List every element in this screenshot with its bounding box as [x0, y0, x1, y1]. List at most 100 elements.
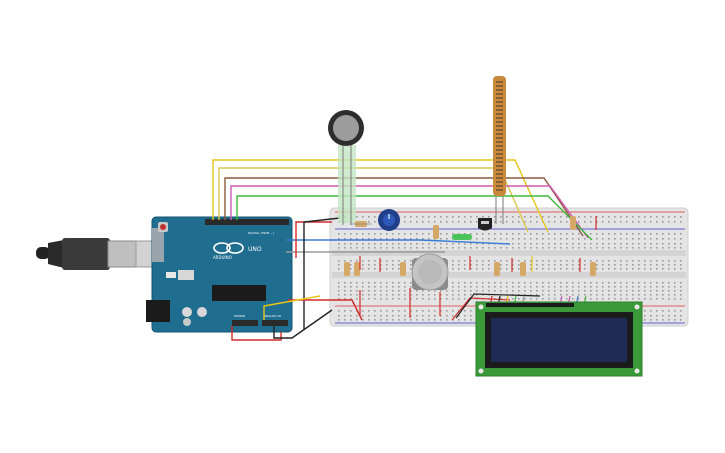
breadboard-hole[interactable]: [416, 233, 418, 235]
breadboard-hole[interactable]: [650, 294, 652, 296]
breadboard-hole[interactable]: [662, 264, 664, 266]
breadboard-hole[interactable]: [554, 260, 556, 262]
breadboard-hole[interactable]: [476, 290, 478, 292]
breadboard-hole[interactable]: [662, 233, 664, 235]
breadboard-hole[interactable]: [614, 264, 616, 266]
breadboard-hole[interactable]: [548, 298, 550, 300]
breadboard-hole[interactable]: [446, 310, 448, 312]
breadboard-hole[interactable]: [566, 268, 568, 270]
breadboard-hole[interactable]: [680, 310, 682, 312]
breadboard-hole[interactable]: [380, 298, 382, 300]
breadboard-hole[interactable]: [620, 243, 622, 245]
force-sensor[interactable]: [328, 110, 364, 225]
breadboard[interactable]: [329, 207, 689, 327]
breadboard-hole[interactable]: [542, 286, 544, 288]
breadboard-hole[interactable]: [536, 268, 538, 270]
breadboard-hole[interactable]: [626, 243, 628, 245]
breadboard-hole[interactable]: [506, 264, 508, 266]
breadboard-hole[interactable]: [416, 238, 418, 240]
breadboard-hole[interactable]: [524, 290, 526, 292]
breadboard-hole[interactable]: [476, 247, 478, 249]
breadboard-hole[interactable]: [536, 247, 538, 249]
breadboard-hole[interactable]: [434, 216, 436, 218]
breadboard-hole[interactable]: [410, 247, 412, 249]
breadboard-hole[interactable]: [404, 310, 406, 312]
breadboard-hole[interactable]: [602, 238, 604, 240]
breadboard-hole[interactable]: [428, 216, 430, 218]
breadboard-hole[interactable]: [494, 260, 496, 262]
breadboard-hole[interactable]: [350, 319, 352, 321]
breadboard-hole[interactable]: [338, 298, 340, 300]
breadboard-hole[interactable]: [404, 260, 406, 262]
breadboard-hole[interactable]: [506, 216, 508, 218]
breadboard-hole[interactable]: [398, 294, 400, 296]
breadboard-hole[interactable]: [488, 282, 490, 284]
breadboard-hole[interactable]: [584, 238, 586, 240]
breadboard-hole[interactable]: [632, 298, 634, 300]
breadboard-hole[interactable]: [650, 221, 652, 223]
breadboard-hole[interactable]: [446, 243, 448, 245]
breadboard-hole[interactable]: [590, 260, 592, 262]
breadboard-hole[interactable]: [620, 247, 622, 249]
breadboard-hole[interactable]: [572, 294, 574, 296]
breadboard-hole[interactable]: [518, 247, 520, 249]
breadboard-hole[interactable]: [350, 310, 352, 312]
breadboard-hole[interactable]: [530, 264, 532, 266]
breadboard-hole[interactable]: [644, 286, 646, 288]
breadboard-hole[interactable]: [416, 290, 418, 292]
breadboard-hole[interactable]: [644, 264, 646, 266]
breadboard-hole[interactable]: [674, 286, 676, 288]
breadboard-hole[interactable]: [422, 233, 424, 235]
breadboard-hole[interactable]: [632, 221, 634, 223]
breadboard-hole[interactable]: [452, 264, 454, 266]
breadboard-hole[interactable]: [494, 286, 496, 288]
breadboard-hole[interactable]: [674, 260, 676, 262]
breadboard-hole[interactable]: [458, 247, 460, 249]
wire-blue[interactable]: [286, 239, 511, 245]
breadboard-hole[interactable]: [668, 310, 670, 312]
breadboard-hole[interactable]: [464, 233, 466, 235]
breadboard-hole[interactable]: [452, 247, 454, 249]
breadboard-hole[interactable]: [608, 216, 610, 218]
flex-sensor[interactable]: [493, 76, 506, 224]
breadboard-hole[interactable]: [422, 221, 424, 223]
breadboard-hole[interactable]: [404, 315, 406, 317]
breadboard-hole[interactable]: [512, 260, 514, 262]
breadboard-hole[interactable]: [356, 243, 358, 245]
breadboard-hole[interactable]: [428, 247, 430, 249]
breadboard-hole[interactable]: [626, 247, 628, 249]
breadboard-hole[interactable]: [668, 294, 670, 296]
breadboard-hole[interactable]: [452, 221, 454, 223]
breadboard-hole[interactable]: [338, 290, 340, 292]
breadboard-hole[interactable]: [338, 294, 340, 296]
breadboard-hole[interactable]: [338, 233, 340, 235]
breadboard-hole[interactable]: [566, 286, 568, 288]
breadboard-hole[interactable]: [374, 310, 376, 312]
breadboard-hole[interactable]: [446, 290, 448, 292]
breadboard-hole[interactable]: [488, 290, 490, 292]
breadboard-hole[interactable]: [620, 238, 622, 240]
breadboard-hole[interactable]: [464, 282, 466, 284]
breadboard-hole[interactable]: [440, 315, 442, 317]
breadboard-hole[interactable]: [542, 290, 544, 292]
breadboard-hole[interactable]: [446, 233, 448, 235]
breadboard-hole[interactable]: [392, 268, 394, 270]
breadboard-hole[interactable]: [476, 216, 478, 218]
breadboard-hole[interactable]: [482, 238, 484, 240]
breadboard-hole[interactable]: [584, 286, 586, 288]
breadboard-hole[interactable]: [680, 264, 682, 266]
breadboard-hole[interactable]: [410, 221, 412, 223]
breadboard-hole[interactable]: [338, 319, 340, 321]
power-header[interactable]: [232, 320, 258, 326]
breadboard-hole[interactable]: [482, 268, 484, 270]
breadboard-hole[interactable]: [464, 298, 466, 300]
breadboard-hole[interactable]: [524, 221, 526, 223]
breadboard-hole[interactable]: [410, 290, 412, 292]
breadboard-hole[interactable]: [488, 216, 490, 218]
breadboard-hole[interactable]: [608, 247, 610, 249]
breadboard-hole[interactable]: [362, 310, 364, 312]
breadboard-hole[interactable]: [668, 260, 670, 262]
breadboard-hole[interactable]: [536, 294, 538, 296]
breadboard-hole[interactable]: [638, 264, 640, 266]
breadboard-hole[interactable]: [656, 216, 658, 218]
